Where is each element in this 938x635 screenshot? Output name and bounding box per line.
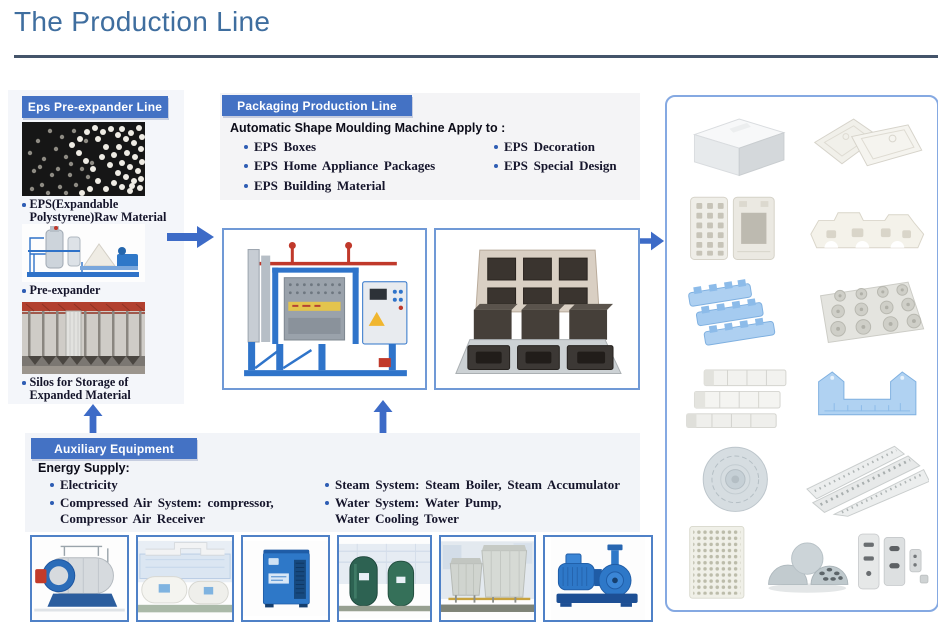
air-compressor-photo: [241, 535, 330, 622]
bullet-dot: [244, 164, 248, 169]
eps-box-lids-photo: [805, 105, 930, 184]
energy-column-2: Steam System: Steam Boiler, Steam Accumu…: [325, 477, 635, 526]
eps-decorative-cornices-photo: [805, 440, 929, 519]
auxiliary-equipment-section: Auxiliary Equipment Energy Supply: Elect…: [25, 433, 640, 532]
eps-building-blocks-photo: [675, 356, 800, 435]
eps-box-photo: [675, 105, 800, 184]
list-item: Water System: Water Pump, Water Cooling …: [325, 495, 635, 526]
pre-expander-line-section: Eps Pre-expander Line: [8, 90, 184, 404]
packaging-line-header: Packaging Production Line: [222, 95, 412, 116]
eps-profile-packaging-photo: [805, 189, 930, 268]
steam-accumulator-tanks-photo: [136, 535, 234, 622]
packaging-line-section: Packaging Production Line Automatic Shap…: [220, 93, 640, 200]
bullet-dot: [22, 289, 26, 293]
steam-boiler-photo: [30, 535, 129, 622]
flow-arrow-up-icon: [82, 403, 104, 438]
moulds-box: [434, 228, 640, 390]
eps-ceiling-dome-photo: [675, 440, 800, 519]
eps-packaging-trays-photo: [675, 189, 800, 268]
bullet-dot: [22, 203, 26, 207]
eps-seedling-tray-photo: [675, 523, 759, 602]
page-title: The Production Line: [14, 6, 271, 37]
pre-expander-photo: [22, 224, 145, 282]
caption-pre-expander: Pre-expander: [22, 283, 162, 297]
flow-arrow-right-icon: [637, 230, 665, 252]
bullet-dot: [22, 381, 26, 385]
water-cooling-towers-photo: [439, 535, 536, 622]
auxiliary-equipment-photos: [30, 535, 653, 622]
shape-moulding-machine-photo: [244, 242, 408, 377]
bullet-dot: [50, 483, 54, 487]
eps-corner-profile-photo: [805, 356, 930, 435]
list-item: EPS Building Material: [244, 178, 435, 193]
flow-arrow-up-icon: [372, 399, 394, 434]
list-item: Electricity: [50, 477, 320, 492]
title-underline: [14, 55, 938, 58]
applications-column-2: EPS Decoration EPS Special Design: [494, 139, 617, 174]
caption-raw-material: EPS(Expandable Polystyrene)Raw Material: [22, 197, 174, 224]
eps-dome-shells-photo: [763, 523, 852, 602]
energy-column-1: Electricity Compressed Air System: compr…: [50, 477, 320, 526]
products-grid: [675, 105, 929, 602]
products-bottom-row: [675, 523, 929, 602]
energy-supply-subtitle: Energy Supply:: [38, 461, 130, 475]
list-item: EPS Home Appliance Packages: [244, 158, 435, 173]
eps-insulation-blocks-photo: [675, 272, 800, 351]
list-item: Steam System: Steam Boiler, Steam Accumu…: [325, 477, 635, 492]
pre-expander-line-header: Eps Pre-expander Line: [22, 96, 168, 118]
bullet-dot: [50, 501, 54, 506]
auxiliary-equipment-header: Auxiliary Equipment: [31, 438, 197, 459]
eps-floor-heating-panel-photo: [805, 272, 930, 351]
bullet-dot: [325, 483, 329, 487]
shape-moulding-machine-box: [222, 228, 427, 390]
bullet-dot: [244, 183, 248, 188]
applications-column-1: EPS Boxes EPS Home Appliance Packages EP…: [244, 139, 435, 193]
bullet-dot: [325, 501, 329, 506]
bullet-dot: [494, 164, 498, 169]
air-receiver-tanks-photo: [337, 535, 432, 622]
bullet-dot: [494, 145, 498, 149]
eps-raw-material-photo: [22, 122, 145, 196]
moulds-photo: [455, 249, 622, 375]
eps-products-panel: [665, 95, 938, 612]
packaging-line-subtitle: Automatic Shape Moulding Machine Apply t…: [230, 121, 506, 135]
list-item: EPS Decoration: [494, 139, 617, 154]
bullet-dot: [244, 145, 248, 149]
flow-arrow-right-icon: [166, 224, 216, 250]
list-item: EPS Boxes: [244, 139, 435, 154]
caption-silos: Silos for Storage of Expanded Material: [22, 375, 172, 402]
eps-special-design-parts-photo: [855, 523, 929, 602]
silos-photo: [22, 302, 145, 374]
list-item: EPS Special Design: [494, 158, 617, 173]
water-pump-photo: [543, 535, 653, 622]
list-item: Compressed Air System: compressor, Compr…: [50, 495, 320, 526]
